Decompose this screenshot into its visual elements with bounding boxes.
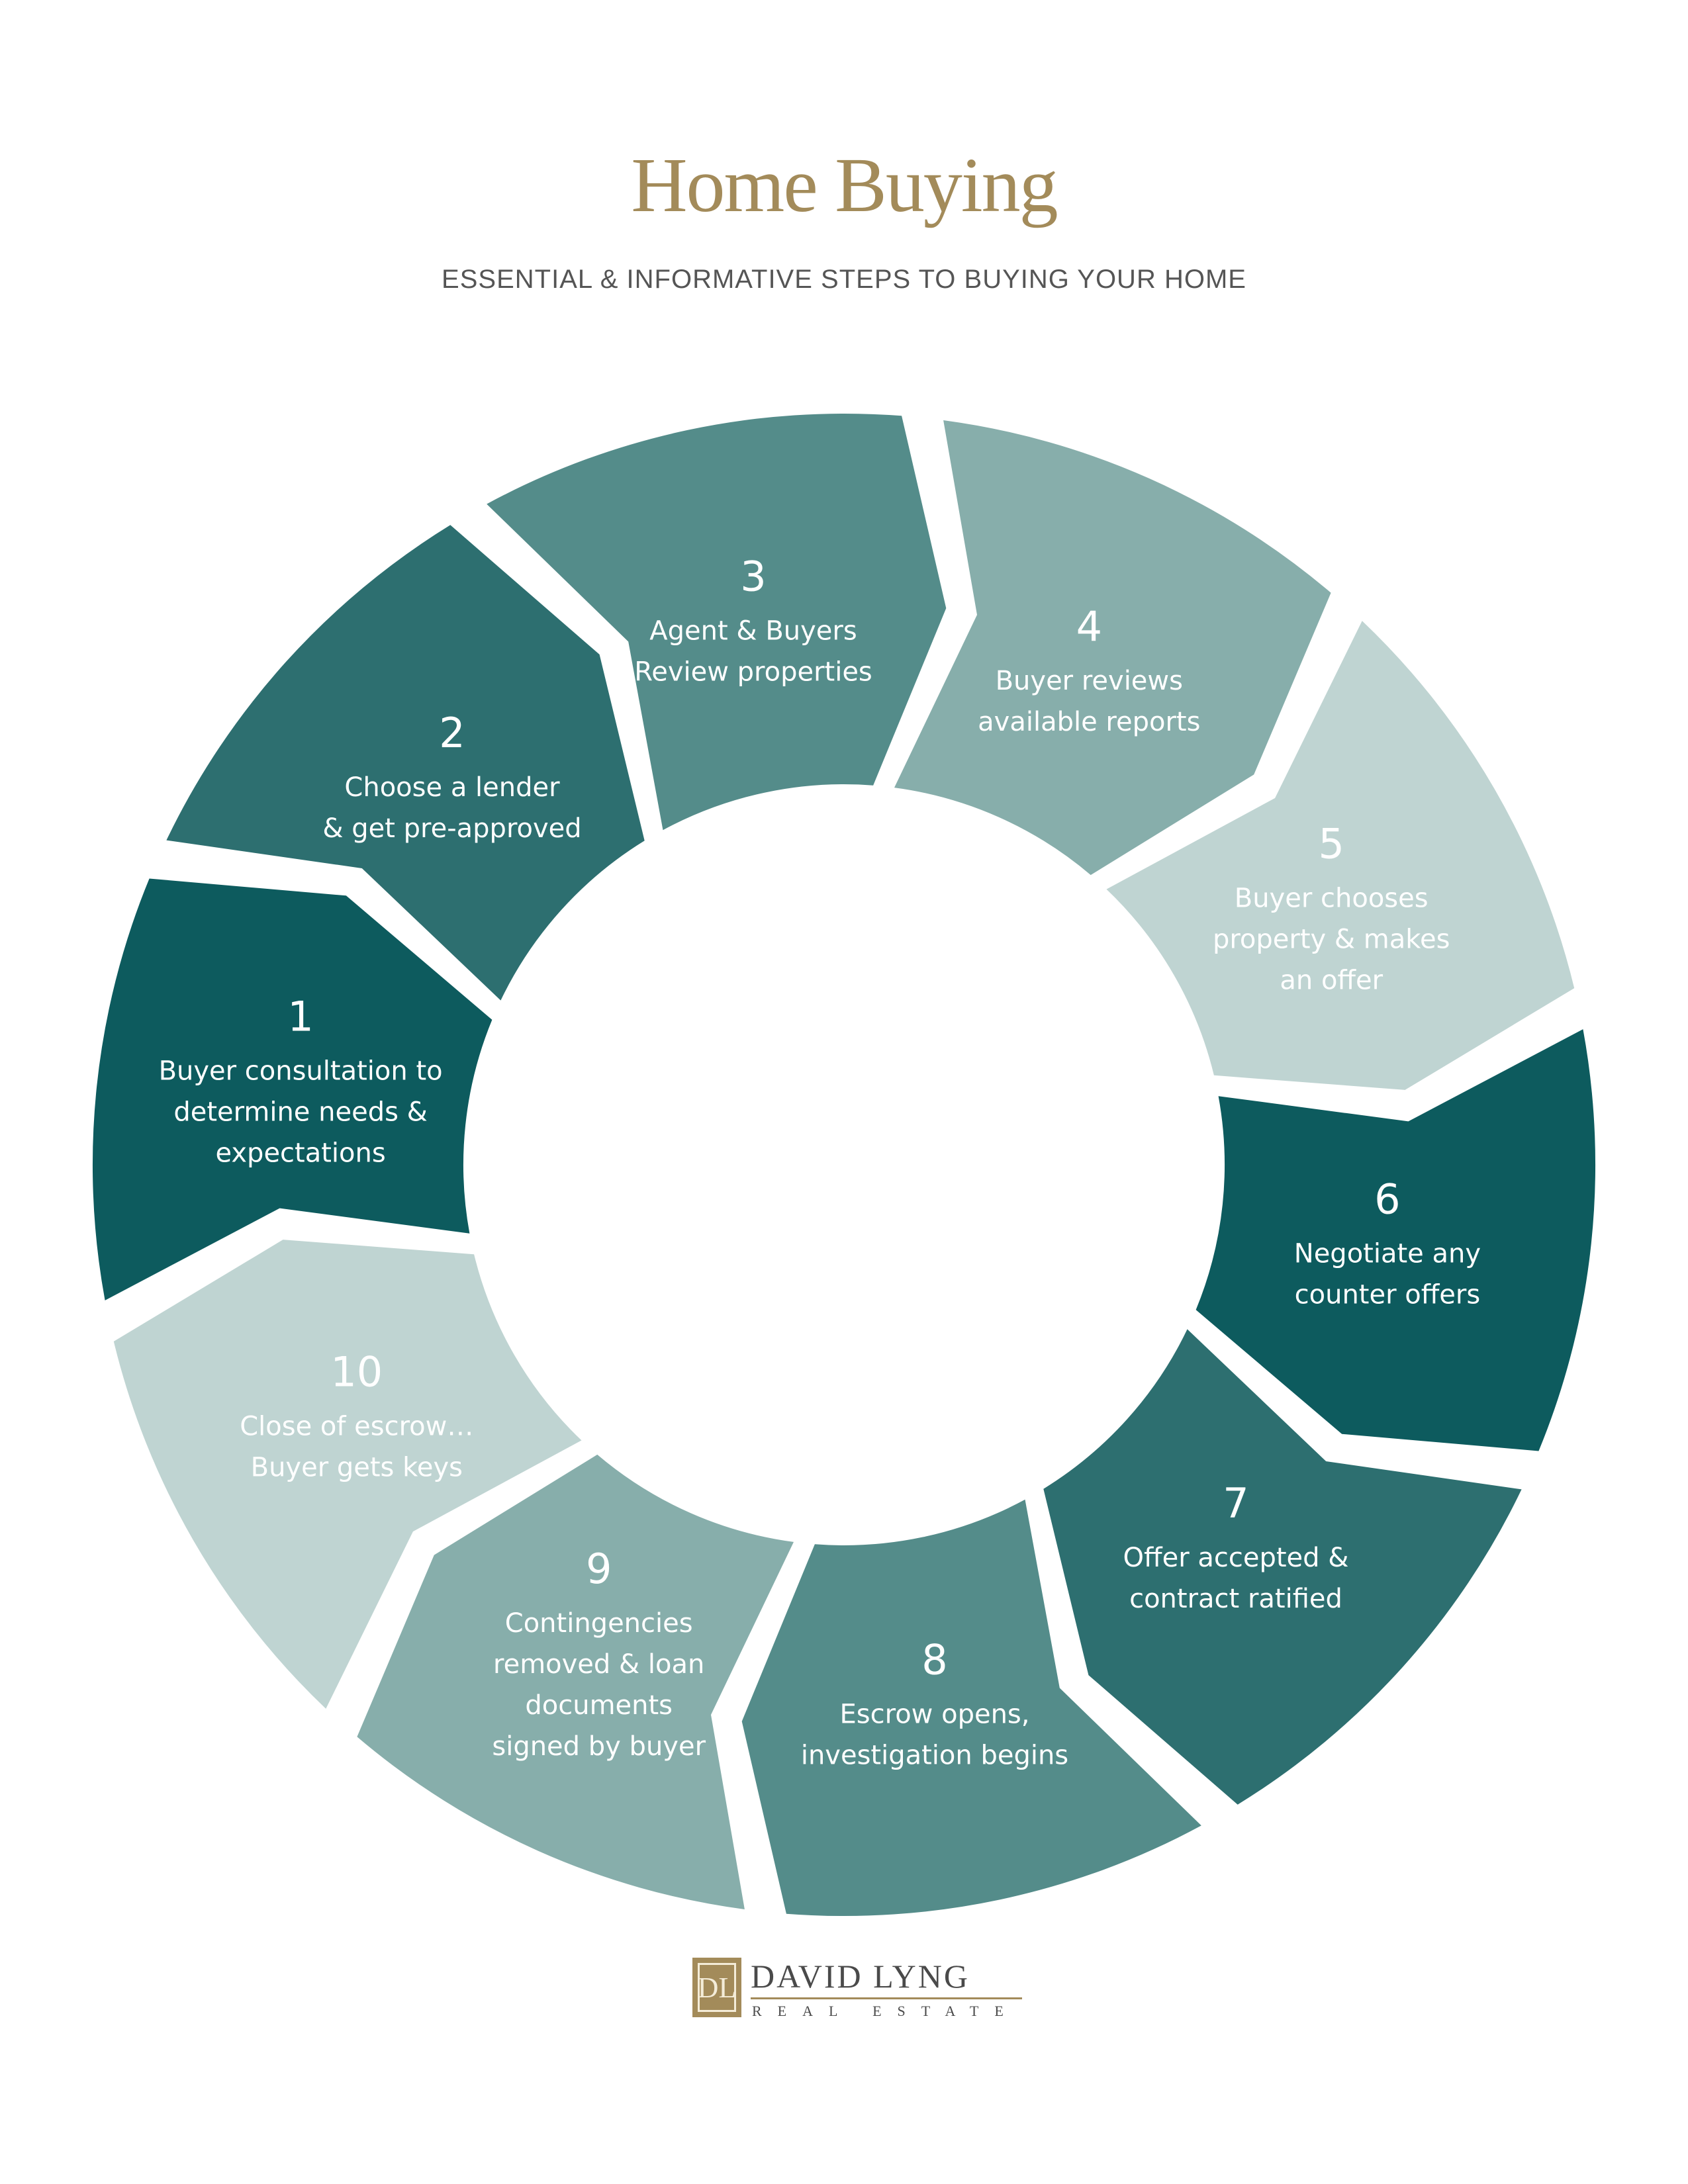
step-2-label-line: Choose a lender xyxy=(344,772,560,803)
step-7-number: 7 xyxy=(1223,1479,1248,1527)
step-7-label-line: Offer accepted & xyxy=(1123,1543,1349,1573)
step-2-arrow xyxy=(166,525,645,1001)
step-2-label-line: & get pre-approved xyxy=(322,813,581,844)
logo-tagline: REAL ESTATE xyxy=(752,2003,1019,2019)
step-9-arrow xyxy=(357,1454,794,1909)
company-logo: DL DAVID LYNG REAL ESTATE xyxy=(692,1958,1022,2037)
step-1-label-line: determine needs & xyxy=(173,1097,428,1127)
step-9-number: 9 xyxy=(586,1545,612,1593)
step-10-number: 10 xyxy=(330,1347,383,1396)
step-5-arrow xyxy=(1106,621,1575,1090)
logo-divider xyxy=(751,1997,1022,1999)
step-9-label-line: documents xyxy=(525,1690,673,1721)
step-5-label-line: an offer xyxy=(1280,966,1383,996)
step-10-label-line: Buyer gets keys xyxy=(251,1452,463,1482)
step-6-arrow xyxy=(1196,1029,1596,1451)
step-8-arrow xyxy=(741,1499,1201,1917)
step-7-label-line: contract ratified xyxy=(1129,1584,1342,1614)
step-3-label-line: Agent & Buyers xyxy=(649,615,857,646)
step-3-arrow xyxy=(487,413,947,831)
step-6-number: 6 xyxy=(1374,1175,1400,1224)
step-8-label-line: investigation begins xyxy=(801,1741,1068,1771)
step-5-label-line: Buyer chooses xyxy=(1235,884,1429,914)
page-subtitle: ESSENTIAL & INFORMATIVE STEPS TO BUYING … xyxy=(442,265,1246,294)
step-2-number: 2 xyxy=(439,709,465,757)
step-10-arrow xyxy=(113,1240,582,1709)
step-4-label-line: Buyer reviews xyxy=(996,666,1183,696)
step-1-number: 1 xyxy=(287,992,313,1040)
step-10-label-line: Close of escrow… xyxy=(240,1411,473,1441)
step-8-label-line: Escrow opens, xyxy=(840,1700,1030,1730)
step-9-label-line: signed by buyer xyxy=(492,1731,706,1762)
step-1-label-line: Buyer consultation to xyxy=(159,1056,443,1086)
step-4-arrow xyxy=(894,420,1331,876)
step-9-label-line: Contingencies xyxy=(505,1608,693,1639)
step-9-label-line: removed & loan xyxy=(493,1649,704,1680)
step-4-label-line: available reports xyxy=(978,707,1200,737)
step-8-number: 8 xyxy=(921,1636,947,1684)
logo-brand-name: DAVID LYNG xyxy=(751,1958,970,1995)
step-7-arrow xyxy=(1043,1329,1522,1805)
step-3-number: 3 xyxy=(740,552,766,600)
step-6-label-line: Negotiate any xyxy=(1294,1239,1481,1269)
page-title: Home Buying xyxy=(631,142,1058,228)
step-1-arrow xyxy=(92,878,492,1300)
step-6-label-line: counter offers xyxy=(1295,1280,1481,1310)
step-3-label-line: Review properties xyxy=(634,657,872,687)
step-5-number: 5 xyxy=(1318,820,1344,868)
step-1-label-line: expectations xyxy=(215,1138,385,1168)
step-4-number: 4 xyxy=(1076,602,1102,651)
step-5-label-line: property & makes xyxy=(1213,925,1450,955)
logo-monogram-icon: DL xyxy=(692,1958,741,2017)
